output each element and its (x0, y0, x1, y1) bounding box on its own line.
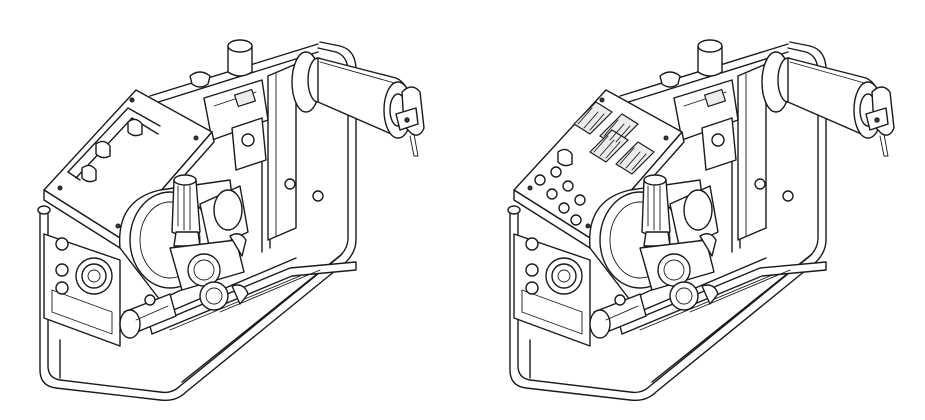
torch-connector-left (119, 293, 177, 339)
wire-feeder-unit-left (37, 39, 425, 402)
pressure-knob-left (171, 174, 201, 247)
top-post-right (659, 39, 723, 88)
wire-feeder-unit-right (507, 39, 895, 402)
drive-rolls-right (639, 233, 719, 311)
side-panel-right (513, 233, 591, 347)
spool-lock-knob-left (395, 86, 425, 157)
spool-holder-left (291, 51, 413, 139)
top-post-left (189, 39, 253, 88)
spool-lock-knob-right (865, 86, 895, 157)
upper-mechanism-left (203, 79, 269, 171)
upper-mechanism-right (673, 79, 739, 171)
side-panel-left (43, 233, 121, 347)
panel-knob (557, 148, 573, 167)
pressure-knob-right (641, 174, 671, 247)
base-plate-right (619, 261, 827, 335)
drive-rolls-left (169, 233, 249, 311)
torch-connector-right (589, 293, 647, 339)
rear-plate-right (737, 63, 794, 241)
spool-holder-right (761, 51, 883, 139)
panel-buttons (534, 166, 586, 226)
base-plate-left (149, 261, 357, 335)
digital-display-group (573, 101, 655, 175)
rear-plate-left (267, 63, 324, 241)
